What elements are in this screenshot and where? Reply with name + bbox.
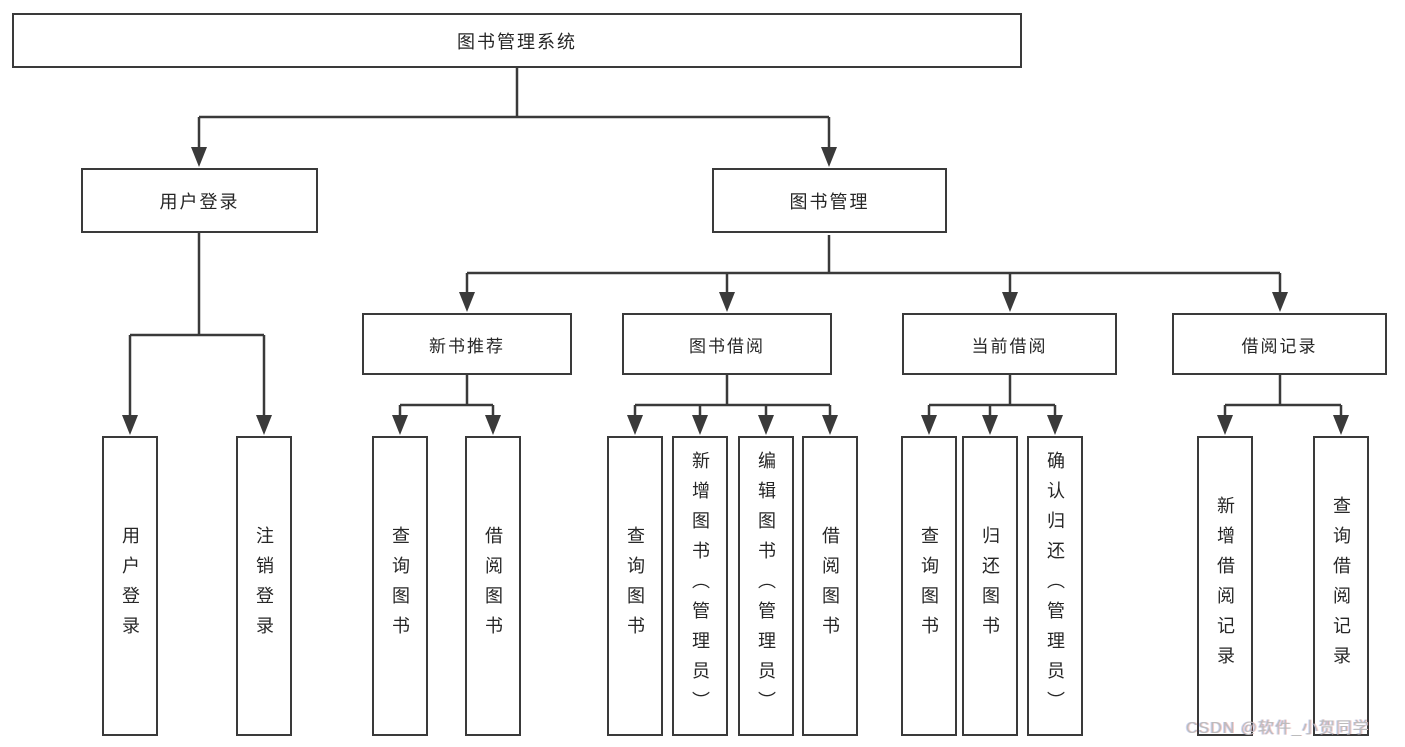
csdn-watermark: CSDN @软件_小贺同学 — [1186, 720, 1370, 737]
leaf-label: 查询借阅记录 — [1331, 496, 1351, 676]
arrowhead-icon — [191, 147, 207, 167]
leaf-label: 归还图书 — [980, 526, 1000, 646]
arrowhead-icon — [1002, 292, 1018, 312]
leaf-label: 查询图书 — [919, 526, 939, 646]
arrowhead-icon — [719, 292, 735, 312]
arrowhead-icon — [758, 415, 774, 435]
leaf-label: 用户登录 — [120, 526, 140, 646]
leaf-label: 确认归还（管理员） — [1045, 451, 1065, 721]
leaf-query-borrow-record: 查询借阅记录 — [1313, 436, 1369, 736]
leaf-label: 查询图书 — [390, 526, 410, 646]
arrowhead-icon — [821, 147, 837, 167]
arrowhead-icon — [1272, 292, 1288, 312]
leaf-label: 借阅图书 — [483, 526, 503, 646]
node-borrowing-records: 借阅记录 — [1172, 313, 1387, 375]
node-label: 图书管理 — [789, 191, 870, 212]
node-label: 借阅记录 — [1241, 336, 1318, 356]
arrowhead-icon — [1047, 415, 1063, 435]
leaf-query-books-borrow: 查询图书 — [607, 436, 663, 736]
leaf-label: 借阅图书 — [820, 526, 840, 646]
leaf-confirm-return-admin: 确认归还（管理员） — [1027, 436, 1083, 736]
node-book-management: 图书管理 — [712, 168, 947, 233]
node-label: 当前借阅 — [971, 336, 1048, 356]
node-label: 新书推荐 — [429, 336, 505, 356]
node-user-login: 用户登录 — [81, 168, 318, 233]
arrowhead-icon — [1217, 415, 1233, 435]
node-current-borrowing: 当前借阅 — [902, 313, 1117, 375]
arrowhead-icon — [122, 415, 138, 435]
arrowhead-icon — [1333, 415, 1349, 435]
leaf-borrow-books-recommend: 借阅图书 — [465, 436, 521, 736]
leaf-borrow-books: 借阅图书 — [802, 436, 858, 736]
arrowhead-icon — [459, 292, 475, 312]
node-label: 图书管理系统 — [457, 31, 577, 52]
leaf-label: 注销登录 — [254, 526, 274, 646]
arrowhead-icon — [921, 415, 937, 435]
arrowhead-icon — [485, 415, 501, 435]
leaf-add-borrow-record: 新增借阅记录 — [1197, 436, 1253, 736]
leaf-edit-books-admin: 编辑图书（管理员） — [738, 436, 794, 736]
node-new-book-recommendation: 新书推荐 — [362, 313, 572, 375]
arrowhead-icon — [982, 415, 998, 435]
leaf-add-books-admin: 新增图书（管理员） — [672, 436, 728, 736]
arrowhead-icon — [256, 415, 272, 435]
leaf-label: 新增图书（管理员） — [690, 451, 710, 721]
arrowhead-icon — [392, 415, 408, 435]
node-label: 图书借阅 — [689, 336, 765, 356]
leaf-user-login: 用户登录 — [102, 436, 158, 736]
arrowhead-icon — [822, 415, 838, 435]
leaf-query-books-current: 查询图书 — [901, 436, 957, 736]
node-library-system: 图书管理系统 — [12, 13, 1022, 68]
node-label: 用户登录 — [159, 191, 240, 212]
leaf-query-books-recommend: 查询图书 — [372, 436, 428, 736]
leaf-label: 新增借阅记录 — [1215, 496, 1235, 676]
node-book-borrowing: 图书借阅 — [622, 313, 832, 375]
arrowhead-icon — [692, 415, 708, 435]
leaf-label: 编辑图书（管理员） — [756, 451, 776, 721]
leaf-return-books: 归还图书 — [962, 436, 1018, 736]
leaf-logout: 注销登录 — [236, 436, 292, 736]
arrowhead-icon — [627, 415, 643, 435]
leaf-label: 查询图书 — [625, 526, 645, 646]
